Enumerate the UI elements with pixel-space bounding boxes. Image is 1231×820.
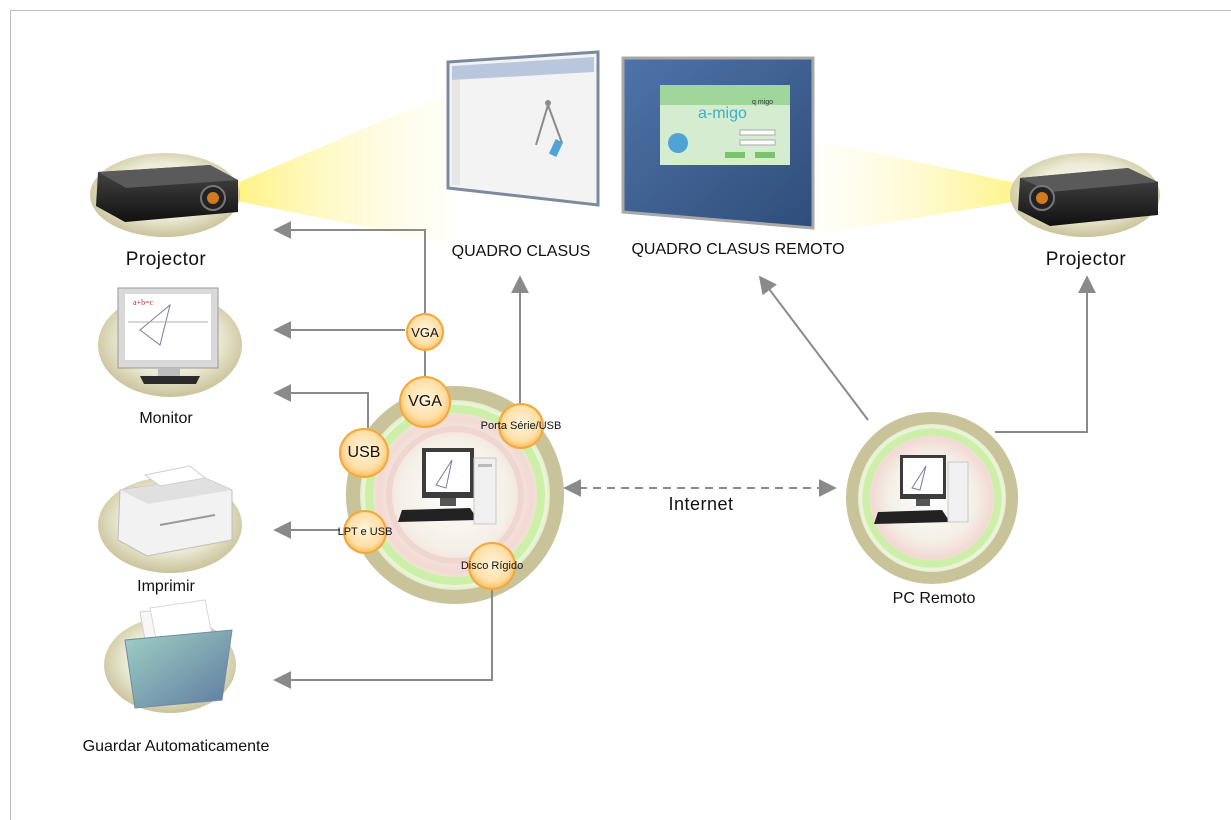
folder-icon [124,599,233,709]
port-usb-label: USB [347,444,381,461]
projector-icon [1018,168,1158,226]
svg-text:a+b=c: a+b=c [133,298,154,307]
arrow-to-projector-left [273,221,426,318]
whiteboard-icon [446,50,600,207]
label-monitor: Monitor [139,410,193,427]
projector-right-node [1010,153,1160,237]
projector-left-node [90,153,240,237]
port-vga-top: VGA [406,313,444,351]
pc-remote-hub [846,412,1018,584]
port-vga-label: VGA [408,393,442,410]
label-pc-remote: PC Remoto [892,590,976,607]
board-remote-node: a-migo q migo [621,56,815,230]
port-serial-usb-label: Porta Série/USB [480,420,562,432]
port-hard-disk: Disco Rígido [461,542,523,590]
page-frame [10,10,1231,820]
arrow-to-board-remote [758,275,869,421]
label-projector-left: Projector [125,249,207,270]
label-printer: Imprimir [137,578,195,595]
whiteboard-remote-icon [621,56,815,230]
pc-icon [874,455,969,524]
label-projector-right: Projector [1045,249,1127,270]
board-screen-small-logo: q migo [752,99,773,106]
port-vga: VGA [399,376,451,428]
autosave-node [104,599,236,713]
arrow-to-autosave [273,590,493,689]
arrow-usb [273,384,369,428]
board-local-node [446,50,600,207]
port-hard-disk-label: Disco Rígido [460,560,524,572]
board-screen-logo: a-migo [698,105,747,122]
port-lpt-usb: LPT e USB [338,510,392,554]
printer-icon [117,465,233,557]
label-internet: Internet [668,494,734,514]
printer-node [98,465,242,573]
label-board-remote: QUADRO CLASUS REMOTO [631,241,845,258]
pc-icon [398,448,497,525]
light-beam-left [232,90,455,245]
monitor-node: a+b=c [98,287,242,397]
label-board-local: QUADRO CLASUS [451,243,591,260]
port-usb: USB [339,428,389,478]
label-autosave: Guardar Automaticamente [82,738,270,755]
port-vga-top-label: VGA [411,324,439,340]
monitor-icon: a+b=c [117,287,219,384]
port-serial-usb: Porta Série/USB [481,403,561,449]
projector-icon [96,165,238,222]
connector-lines [273,221,1096,689]
light-beam-right [815,140,1025,235]
arrow-to-projector-right [995,275,1096,433]
port-lpt-usb-label: LPT e USB [337,526,393,538]
